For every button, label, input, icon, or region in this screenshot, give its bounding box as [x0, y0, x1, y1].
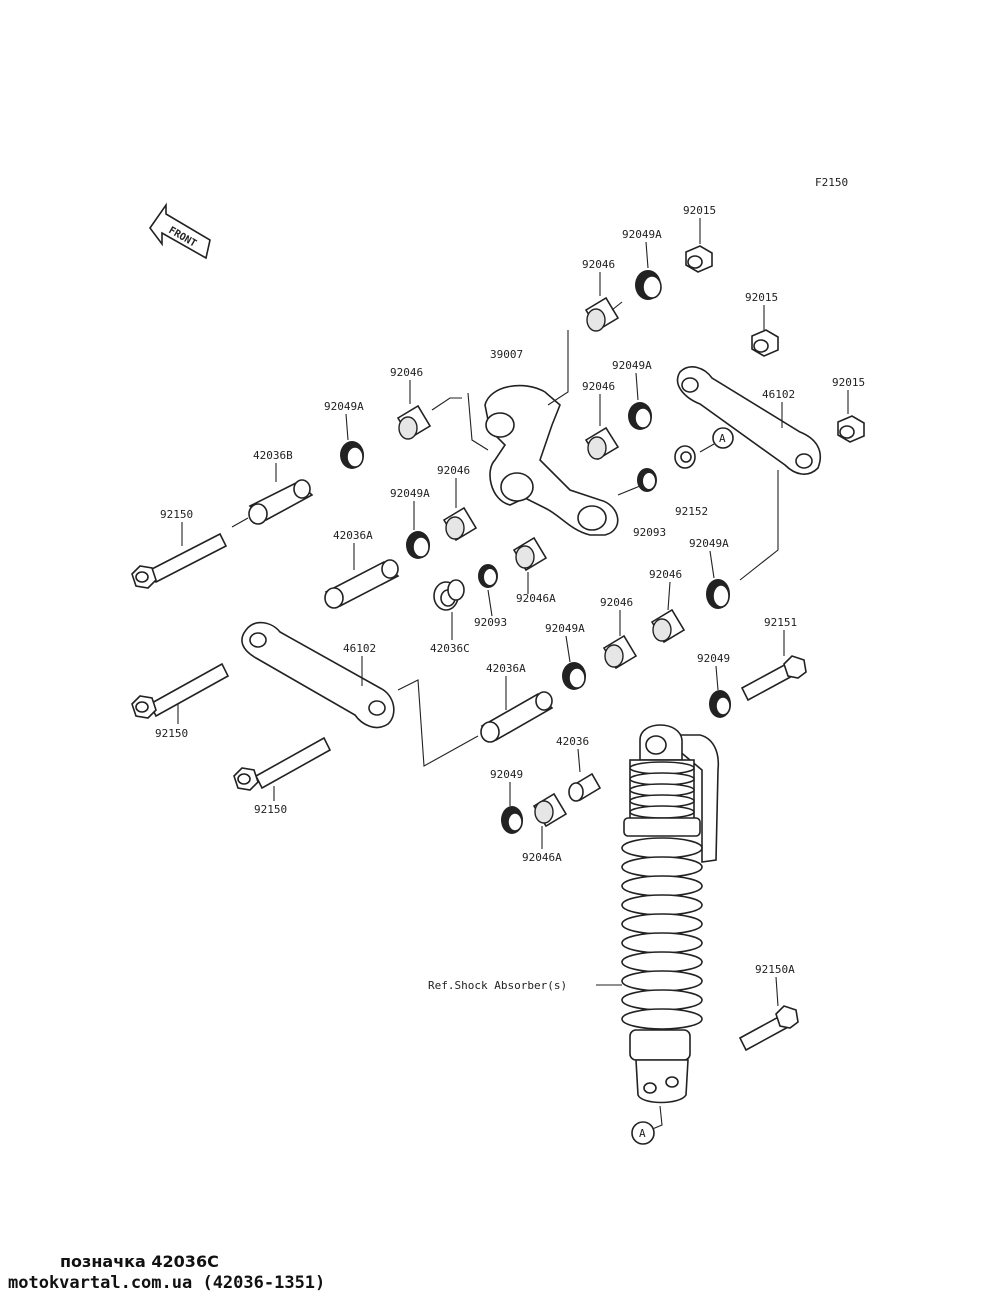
part-label: 92049A [689, 537, 729, 550]
part-label: 42036A [486, 662, 526, 675]
front-arrow-icon: FRONT [149, 202, 211, 260]
part-label: 92049A [324, 400, 364, 413]
part-label: 92151 [764, 616, 797, 629]
nut-92015-right [837, 415, 865, 443]
seal-92049A-top [635, 270, 662, 300]
bearing-92046-left [396, 404, 432, 440]
svg-text:A: A [719, 432, 726, 445]
part-label: 92046 [390, 366, 423, 379]
part-label: 92015 [683, 204, 716, 217]
part-label: 42036C [430, 642, 470, 655]
part-label: 92046A [516, 592, 556, 605]
bolt-92151 [740, 655, 807, 702]
part-label: 92046A [522, 851, 562, 864]
part-label: 92049 [697, 652, 730, 665]
spring-coil [621, 951, 703, 973]
spring-coil [621, 989, 703, 1011]
part-label: 46102 [343, 642, 376, 655]
part-label: 92049 [490, 768, 523, 781]
spring-coil [621, 837, 703, 859]
collar-42036A-upper [324, 559, 400, 609]
oring-92093-lower [478, 564, 498, 588]
spring-coil [621, 913, 703, 935]
svg-text:A: A [639, 1127, 646, 1140]
part-label: 92150 [254, 803, 287, 816]
spring-coil [621, 875, 703, 897]
bearing-92046-mid [584, 426, 620, 461]
part-label: 92046 [582, 380, 615, 393]
seal-92049A-mid [628, 402, 652, 430]
bolt-92150A [738, 1005, 799, 1052]
part-label: 92049A [612, 359, 652, 372]
tie-rod-46102-top [676, 366, 822, 475]
part-label: 92046 [649, 568, 682, 581]
part-label: 92015 [832, 376, 865, 389]
collar-42036A-lower [480, 691, 554, 743]
marker-a-bottom: A [631, 1121, 655, 1145]
oring-92093-top [637, 468, 657, 492]
part-label: 92015 [745, 291, 778, 304]
part-label: 92150 [160, 508, 193, 521]
bearing-92046-center [442, 506, 478, 542]
part-label: 92046 [582, 258, 615, 271]
spring-coil [621, 970, 703, 992]
part-label: 92049A [622, 228, 662, 241]
seal-92049-right [709, 690, 731, 718]
spring-top-coil [629, 805, 695, 819]
bolt-92150-middle [131, 662, 230, 719]
spring-coil [621, 932, 703, 954]
bearing-92046-lower [602, 634, 638, 670]
seal-92049A-left [340, 441, 364, 469]
part-label: 92152 [675, 505, 708, 518]
bearing-92046-right [650, 608, 686, 644]
part-label: 92093 [633, 526, 666, 539]
bolt-92150-lower [233, 736, 332, 791]
seal-92049A-lower [562, 662, 586, 690]
part-label: 92046 [437, 464, 470, 477]
part-label: 92049A [545, 622, 585, 635]
bearing-92046A-center [512, 536, 548, 572]
footer-source: motokvartal.com.ua (42036-1351) [8, 1273, 326, 1293]
part-label: 92049A [390, 487, 430, 500]
part-label: 39007 [490, 348, 523, 361]
marker-a-top: A [712, 427, 734, 449]
footer-part-note: позначка 42036C [60, 1252, 219, 1271]
tie-rod-46102-lower [241, 621, 395, 729]
collar-92152 [674, 445, 696, 469]
part-label: 42036 [556, 735, 589, 748]
part-label: 92150 [155, 727, 188, 740]
seal-92049A-right [706, 579, 730, 609]
shock-absorber [621, 724, 720, 1104]
spring-coil [621, 894, 703, 916]
bearing-92046-top [584, 296, 620, 332]
part-label: 42036A [333, 529, 373, 542]
part-label: 46102 [762, 388, 795, 401]
part-label: 92150A [755, 963, 795, 976]
spring-coil [621, 1008, 703, 1030]
bolt-92150-top [131, 532, 228, 589]
rocker-arm-39007 [484, 384, 619, 536]
nut-92015-top [685, 245, 713, 273]
part-label: 92046 [600, 596, 633, 609]
collar-42036C [433, 579, 465, 611]
ref-shock-absorber-label: Ref.Shock Absorber(s) [428, 979, 567, 992]
seal-92049A-center [406, 531, 430, 559]
collar-42036B [248, 479, 314, 525]
nut-92015-mid [751, 329, 779, 357]
seal-92049-lower [501, 806, 523, 834]
part-label: 92093 [474, 616, 507, 629]
part-label: 42036B [253, 449, 293, 462]
spring-coil [621, 856, 703, 878]
collar-42036 [568, 772, 602, 802]
figure-code: F2150 [815, 176, 848, 189]
bearing-92046A-lower [532, 792, 568, 828]
